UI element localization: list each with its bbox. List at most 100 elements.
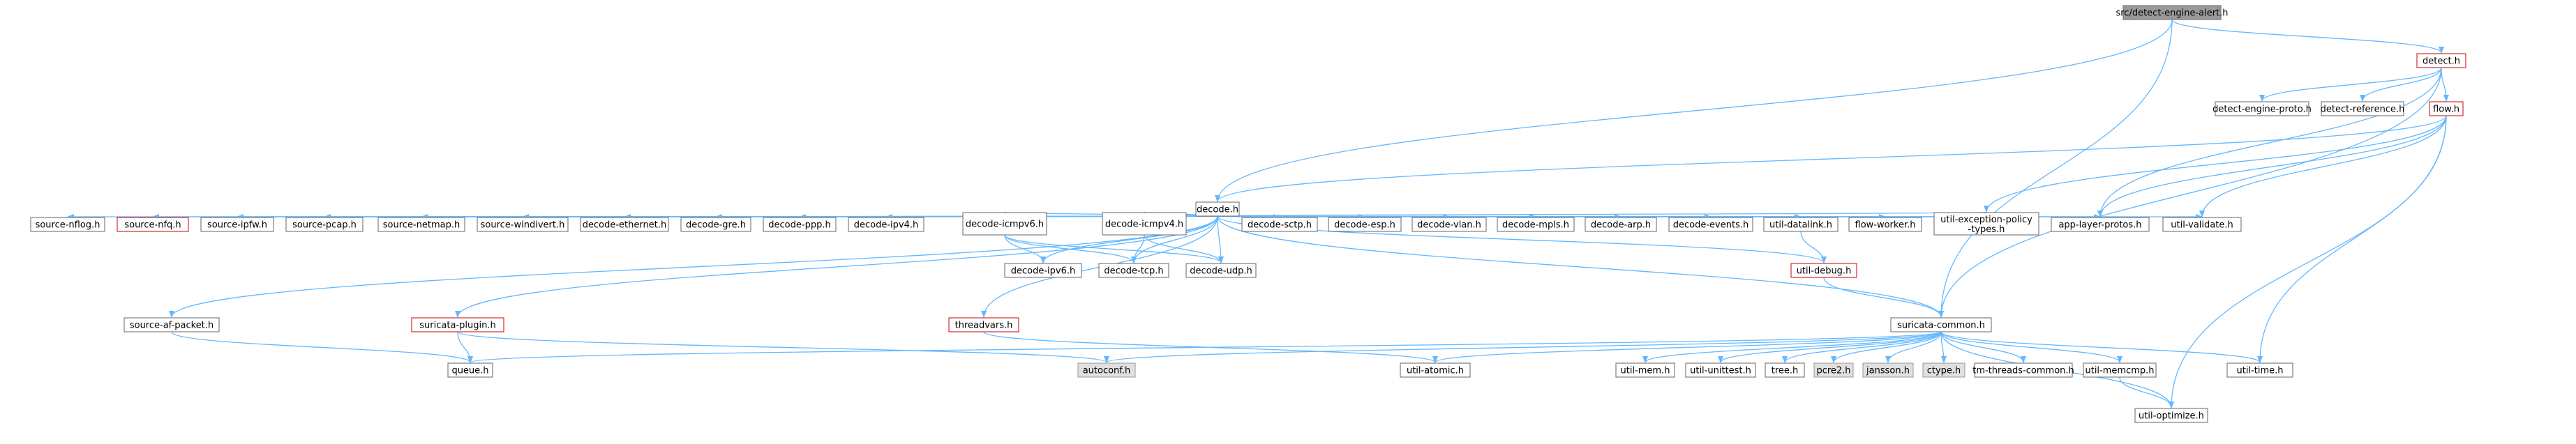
node-tcp[interactable]: decode-tcp.h	[1098, 263, 1169, 278]
node-label: decode-esp.h	[1334, 220, 1395, 231]
node-events[interactable]: decode-events.h	[1668, 217, 1753, 232]
node-afp[interactable]: source-af-packet.h	[123, 317, 220, 332]
node-box	[123, 317, 220, 332]
edge-icmpv4-to-udp	[1144, 234, 1224, 263]
node-label: decode-vlan.h	[1417, 220, 1481, 231]
edge-icmpv6-to-udp	[1004, 234, 1224, 263]
node-label: tm-threads-common.h	[1972, 366, 2074, 376]
node-box	[680, 217, 751, 232]
node-queue[interactable]: queue.h	[447, 362, 493, 378]
node-vlan[interactable]: decode-vlan.h	[1411, 217, 1487, 232]
edge-datalink-to-debug	[1800, 231, 1827, 263]
node-box	[477, 217, 569, 232]
node-label: detect-engine-proto.h	[2212, 105, 2312, 115]
node-esp[interactable]: decode-esp.h	[1328, 217, 1402, 232]
node-dref[interactable]: detect-reference.h	[2321, 101, 2405, 116]
edge-flow-to-validate	[2199, 115, 2447, 217]
node-box	[1848, 217, 1922, 232]
node-label: util-validate.h	[2171, 220, 2233, 231]
node-label: source-ipfw.h	[207, 220, 267, 231]
edge-flow-to-decode	[1215, 115, 2447, 202]
node-label: decode.h	[1197, 205, 1238, 215]
node-icmpv4[interactable]: decode-icmpv4.h	[1102, 212, 1187, 236]
edge-decode-to-udp	[1217, 215, 1224, 263]
node-autoconf[interactable]: autoconf.h	[1077, 362, 1136, 378]
node-mem[interactable]: util-mem.h	[1615, 362, 1675, 378]
node-label: decode-ipv6.h	[1011, 266, 1076, 277]
edge-common-to-jansson	[1885, 331, 1942, 363]
file-nodes: src/detect-engine-alert.h detect.h detect-…	[30, 5, 2466, 423]
node-label: pcre2.h	[1816, 366, 1850, 376]
node-pcap[interactable]: source-pcap.h	[285, 217, 364, 232]
node-label: util-memcmp.h	[2085, 366, 2154, 376]
node-label: decode-sctp.h	[1248, 220, 1312, 231]
edge-common-to-mem	[1642, 331, 1942, 363]
edge-decode-to-validate	[1217, 213, 2203, 220]
node-box	[2162, 217, 2242, 232]
node-threadvars[interactable]: threadvars.h	[948, 317, 1019, 332]
node-unittest[interactable]: util-unittest.h	[1685, 362, 1756, 378]
node-udp[interactable]: decode-udp.h	[1185, 263, 1257, 278]
node-ipv4[interactable]: decode-ipv4.h	[848, 217, 924, 232]
edge-decode-to-ipv6	[1040, 215, 1218, 263]
node-box	[763, 217, 837, 232]
node-ipfw[interactable]: source-ipfw.h	[200, 217, 274, 232]
node-windivert[interactable]: source-windivert.h	[477, 217, 569, 232]
edge-icmpv4-to-tcp	[1131, 234, 1145, 263]
node-common[interactable]: suricata-common.h	[1890, 317, 1992, 332]
node-decode[interactable]: decode.h	[1195, 201, 1240, 217]
node-arp[interactable]: decode-arp.h	[1585, 217, 1657, 232]
node-label: decode-gre.h	[686, 220, 746, 231]
node-plugin[interactable]: suricata-plugin.h	[411, 317, 504, 332]
node-debug[interactable]: util-debug.h	[1790, 263, 1857, 278]
edge-afp-to-queue	[171, 331, 473, 363]
node-gre[interactable]: decode-gre.h	[680, 217, 751, 232]
node-datalink[interactable]: util-datalink.h	[1763, 217, 1839, 232]
node-box	[2134, 408, 2208, 423]
node-time[interactable]: util-time.h	[2226, 362, 2293, 378]
edge-decode-to-common	[1217, 215, 1944, 318]
node-tmthreads[interactable]: tm-threads-common.h	[1972, 362, 2074, 378]
node-memcmp[interactable]: util-memcmp.h	[2083, 362, 2157, 378]
node-box	[848, 217, 924, 232]
node-detect[interactable]: detect.h	[2416, 53, 2466, 68]
node-root[interactable]: src/detect-engine-alert.h	[2116, 5, 2229, 20]
node-flowworker[interactable]: flow-worker.h	[1848, 217, 1922, 232]
node-flow[interactable]: flow.h	[2429, 101, 2464, 116]
node-nflog[interactable]: source-nflog.h	[30, 217, 105, 232]
node-box	[1890, 317, 1992, 332]
node-label: util-mem.h	[1621, 366, 1670, 376]
node-optimize[interactable]: util-optimize.h	[2134, 408, 2208, 423]
node-atomic[interactable]: util-atomic.h	[1400, 362, 1471, 378]
node-nfq[interactable]: source-nfq.h	[117, 217, 189, 232]
node-label: src/detect-engine-alert.h	[2116, 8, 2228, 19]
node-label: util-debug.h	[1797, 266, 1852, 277]
node-ctype[interactable]: ctype.h	[1922, 362, 1965, 378]
node-eth[interactable]: decode-ethernet.h	[580, 217, 669, 232]
edge-detect-to-dref	[2360, 67, 2442, 102]
edge-debug-to-common	[1823, 277, 1944, 318]
node-dep[interactable]: detect-engine-proto.h	[2212, 101, 2312, 116]
node-netmap[interactable]: source-netmap.h	[377, 217, 465, 232]
node-sctp[interactable]: decode-sctp.h	[1241, 217, 1318, 232]
node-label: decode-ipv4.h	[854, 220, 919, 231]
node-label: tree.h	[1772, 366, 1799, 376]
node-pcre2[interactable]: pcre2.h	[1813, 362, 1854, 378]
edge-root-to-common	[1938, 19, 2173, 318]
node-exc[interactable]: util-exception-policy-types.h	[1933, 212, 2039, 236]
node-box	[580, 217, 669, 232]
node-ppp[interactable]: decode-ppp.h	[763, 217, 837, 232]
node-tree[interactable]: tree.h	[1765, 362, 1805, 378]
edge-common-to-tree	[1782, 331, 1942, 363]
node-box	[1497, 217, 1575, 232]
node-validate[interactable]: util-validate.h	[2162, 217, 2242, 232]
node-label: decode-arp.h	[1591, 220, 1651, 231]
node-jansson[interactable]: jansson.h	[1862, 362, 1914, 378]
node-ipv6[interactable]: decode-ipv6.h	[1004, 263, 1082, 278]
node-mpls[interactable]: decode-mpls.h	[1497, 217, 1575, 232]
node-icmpv6[interactable]: decode-icmpv6.h	[962, 212, 1047, 236]
node-box	[2429, 101, 2464, 116]
node-alp[interactable]: app-layer-protos.h	[2051, 217, 2150, 232]
dependency-edges	[67, 19, 2449, 408]
node-box	[1813, 362, 1854, 378]
